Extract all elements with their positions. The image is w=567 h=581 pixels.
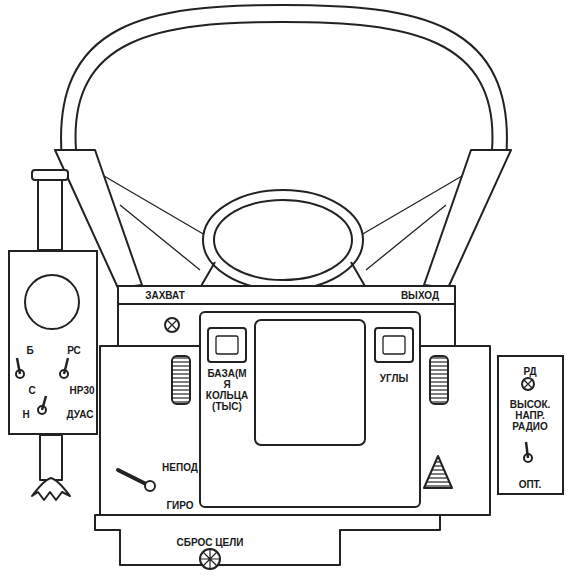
base-knob bbox=[172, 356, 190, 404]
handle-bottom bbox=[40, 435, 62, 480]
window-label: УГЛЫ bbox=[379, 373, 409, 384]
toggle-switches bbox=[16, 358, 532, 462]
headrest-ends bbox=[62, 150, 506, 160]
angle-counter bbox=[383, 336, 405, 354]
right-bracket bbox=[424, 150, 511, 288]
cone-knob bbox=[424, 456, 452, 488]
scope-mount bbox=[200, 262, 366, 288]
screw bbox=[165, 318, 179, 332]
lever-pivot bbox=[145, 481, 155, 491]
headrest-outer bbox=[61, 5, 507, 160]
switch-label: ОПТ. bbox=[518, 479, 543, 490]
lever-label: НЕПОД bbox=[161, 462, 199, 473]
mode-label: ВЫХОД bbox=[400, 290, 440, 301]
handle-cap bbox=[32, 170, 68, 180]
scope-frame bbox=[203, 190, 363, 290]
switch-label: ДУАС bbox=[66, 409, 95, 420]
dial bbox=[25, 275, 79, 329]
lower-plate bbox=[95, 515, 440, 565]
central-block bbox=[200, 312, 420, 507]
lamp bbox=[522, 378, 534, 390]
screw-slot bbox=[167, 320, 177, 330]
headrest-inner bbox=[76, 22, 493, 150]
display-window bbox=[255, 320, 365, 445]
button-label: СБРОС ЦЕЛИ bbox=[176, 537, 245, 548]
lamp-mark bbox=[524, 380, 532, 388]
cross-bar bbox=[118, 286, 455, 304]
switch-label: Б bbox=[25, 345, 34, 356]
switch-label: РС bbox=[66, 345, 82, 356]
reset-button-mark bbox=[200, 549, 220, 569]
switch-panel: Б С РС НР30Н ДУАС bbox=[8, 250, 98, 435]
scope-glass bbox=[214, 200, 352, 280]
switch-label: ВЫСОК. НАПР. РАДИО bbox=[500, 399, 560, 432]
handle-top bbox=[38, 178, 62, 250]
base-window bbox=[208, 328, 246, 362]
handle-foot bbox=[32, 478, 70, 500]
angle-knob bbox=[430, 356, 448, 404]
gyro-lever bbox=[118, 470, 146, 484]
reset-button bbox=[200, 549, 220, 569]
mode-label: ЗАХВАТ bbox=[144, 290, 186, 301]
window-label: БАЗА(М Я КОЛЬЦА (ТЫС) bbox=[202, 368, 252, 412]
switch-panel: РД ВЫСОК. НАПР. РАДИО ОПТ. bbox=[497, 355, 564, 495]
angle-window bbox=[375, 328, 413, 362]
lever-label: ГИРО bbox=[165, 500, 194, 511]
base-counter bbox=[216, 336, 238, 354]
switch-label: НР30 bbox=[68, 385, 95, 396]
switch-label: РД bbox=[522, 366, 537, 377]
switch-label: С bbox=[27, 385, 36, 396]
switch-label: Н bbox=[21, 409, 30, 420]
